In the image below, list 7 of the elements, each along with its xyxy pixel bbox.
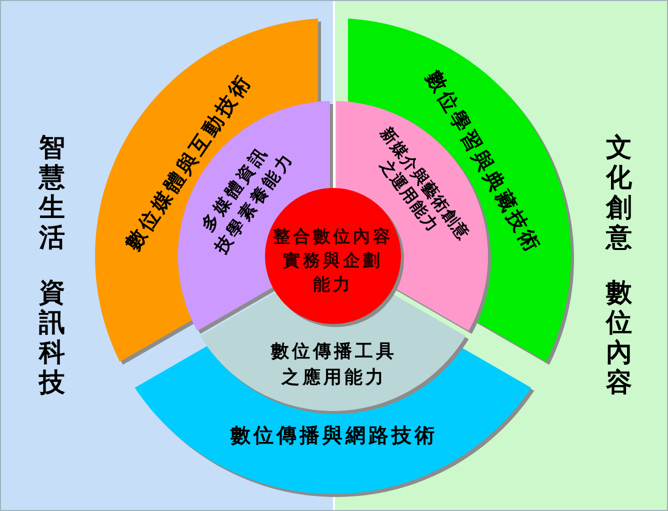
panel-heading: 文化創意: [605, 133, 633, 253]
competency-label: 數位傳播工具之應用能力: [271, 340, 397, 390]
core-competency-label: 整合數位內容實務與企劃能力: [273, 226, 393, 297]
panel-heading: 資訊科技: [38, 278, 66, 398]
field-title: 數位傳播與網路技術: [230, 423, 438, 447]
panel-heading: 數位內容: [605, 278, 633, 398]
panel-heading: 智慧生活: [38, 133, 66, 253]
